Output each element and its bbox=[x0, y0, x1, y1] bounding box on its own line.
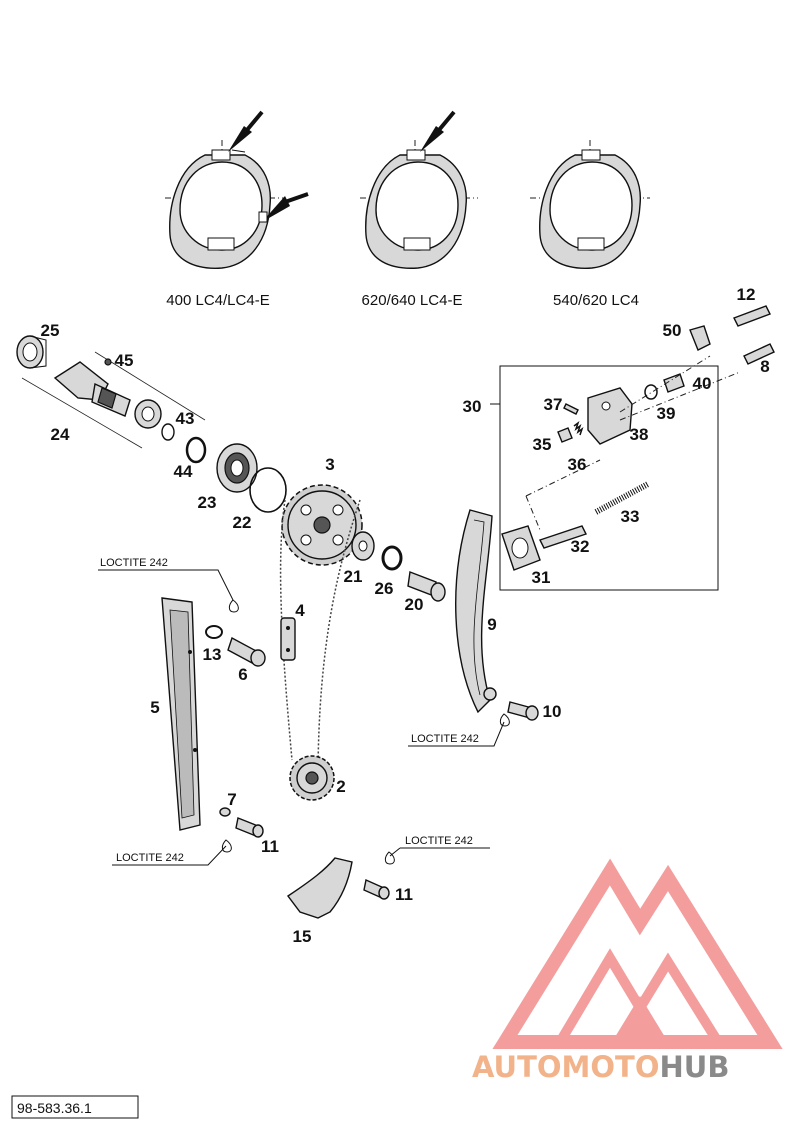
label-6: 6 bbox=[238, 665, 247, 684]
label-23: 23 bbox=[198, 493, 217, 512]
small-part-45 bbox=[104, 358, 112, 366]
screw-8 bbox=[743, 343, 775, 365]
ring-39 bbox=[644, 384, 658, 400]
variant-3-sprocket bbox=[530, 140, 650, 269]
needle-bearing-25 bbox=[16, 335, 47, 369]
ring-26 bbox=[381, 545, 403, 571]
label-11-a: 11 bbox=[261, 837, 279, 856]
loctite-drop-1 bbox=[228, 599, 239, 613]
ball-bearing-23 bbox=[216, 443, 258, 493]
label-4: 4 bbox=[295, 601, 305, 620]
bolt-20 bbox=[407, 571, 446, 602]
crank-sprocket-2 bbox=[289, 755, 335, 801]
loctite-drop-4 bbox=[384, 851, 395, 865]
variant-2-sprocket bbox=[360, 110, 478, 269]
label-38: 38 bbox=[630, 425, 649, 444]
variant-1-sprocket bbox=[165, 110, 309, 269]
loctite-drop-2 bbox=[221, 839, 232, 853]
label-21: 21 bbox=[344, 567, 363, 586]
label-45: 45 bbox=[115, 351, 134, 370]
tensioner-box-30 bbox=[490, 365, 719, 591]
gasket-31 bbox=[501, 525, 541, 571]
label-3: 3 bbox=[325, 455, 334, 474]
label-37: 37 bbox=[544, 395, 563, 414]
loctite-label-4: LOCTITE 242 bbox=[405, 835, 473, 847]
screw-12 bbox=[733, 305, 771, 327]
label-40: 40 bbox=[693, 374, 712, 393]
variant-1-caption: 400 LC4/LC4-E bbox=[166, 292, 269, 309]
label-12: 12 bbox=[737, 285, 756, 304]
washer-21 bbox=[351, 531, 375, 561]
loctite-label-1: LOCTITE 242 bbox=[100, 557, 168, 569]
watermark-text: AUTOMOTOHUB bbox=[472, 1050, 729, 1084]
bracket-50 bbox=[689, 325, 711, 351]
loctite-label-3: LOCTITE 242 bbox=[411, 733, 479, 745]
label-7: 7 bbox=[227, 790, 236, 809]
ring-43 bbox=[161, 423, 175, 441]
tensioner-housing-38 bbox=[587, 387, 633, 445]
bolt-11-b bbox=[363, 879, 390, 900]
label-25: 25 bbox=[41, 321, 60, 340]
label-32: 32 bbox=[571, 537, 590, 556]
variant-2-caption: 620/640 LC4-E bbox=[362, 292, 463, 309]
cap-35 bbox=[557, 427, 573, 443]
guide-15 bbox=[286, 857, 353, 919]
label-5: 5 bbox=[150, 698, 159, 717]
loctite-label-2: LOCTITE 242 bbox=[116, 852, 184, 864]
guide-rail-5 bbox=[161, 597, 201, 831]
label-10: 10 bbox=[543, 702, 562, 721]
label-35: 35 bbox=[533, 435, 552, 454]
label-8: 8 bbox=[760, 357, 769, 376]
pin-37 bbox=[563, 403, 579, 415]
label-22: 22 bbox=[233, 513, 252, 532]
sprocket-3 bbox=[281, 484, 363, 566]
label-44: 44 bbox=[174, 462, 193, 481]
label-30: 30 bbox=[463, 397, 482, 416]
bolt-32 bbox=[539, 525, 587, 549]
label-43: 43 bbox=[176, 409, 195, 428]
chain-link-4 bbox=[280, 617, 296, 661]
label-39: 39 bbox=[657, 404, 676, 423]
label-13: 13 bbox=[203, 645, 222, 664]
label-20: 20 bbox=[405, 595, 424, 614]
screw-40 bbox=[663, 373, 685, 393]
diagram-reference: 98-583.36.1 bbox=[17, 1100, 92, 1116]
label-50: 50 bbox=[663, 321, 682, 340]
variant-3-caption: 540/620 LC4 bbox=[553, 292, 639, 309]
label-24: 24 bbox=[51, 425, 70, 444]
ring-44 bbox=[185, 436, 207, 464]
spring-36 bbox=[573, 420, 584, 436]
label-26: 26 bbox=[375, 579, 394, 598]
washer-7 bbox=[219, 807, 231, 817]
plug-6 bbox=[227, 636, 266, 667]
bolt-11-a bbox=[235, 817, 264, 838]
label-2: 2 bbox=[336, 777, 345, 796]
label-33: 33 bbox=[621, 507, 640, 526]
camshaft-24 bbox=[53, 361, 162, 429]
circlip-22 bbox=[249, 467, 287, 513]
timing-chain bbox=[279, 499, 361, 781]
watermark-logo bbox=[492, 858, 783, 1049]
label-9: 9 bbox=[487, 615, 496, 634]
label-15: 15 bbox=[293, 927, 312, 946]
label-36: 36 bbox=[568, 455, 587, 474]
loctite-drop-3 bbox=[499, 713, 510, 727]
label-11-b: 11 bbox=[395, 885, 413, 904]
label-31: 31 bbox=[532, 568, 551, 587]
tensioning-rail-9 bbox=[455, 509, 497, 714]
ring-13 bbox=[205, 625, 223, 639]
bolt-10 bbox=[507, 701, 539, 721]
